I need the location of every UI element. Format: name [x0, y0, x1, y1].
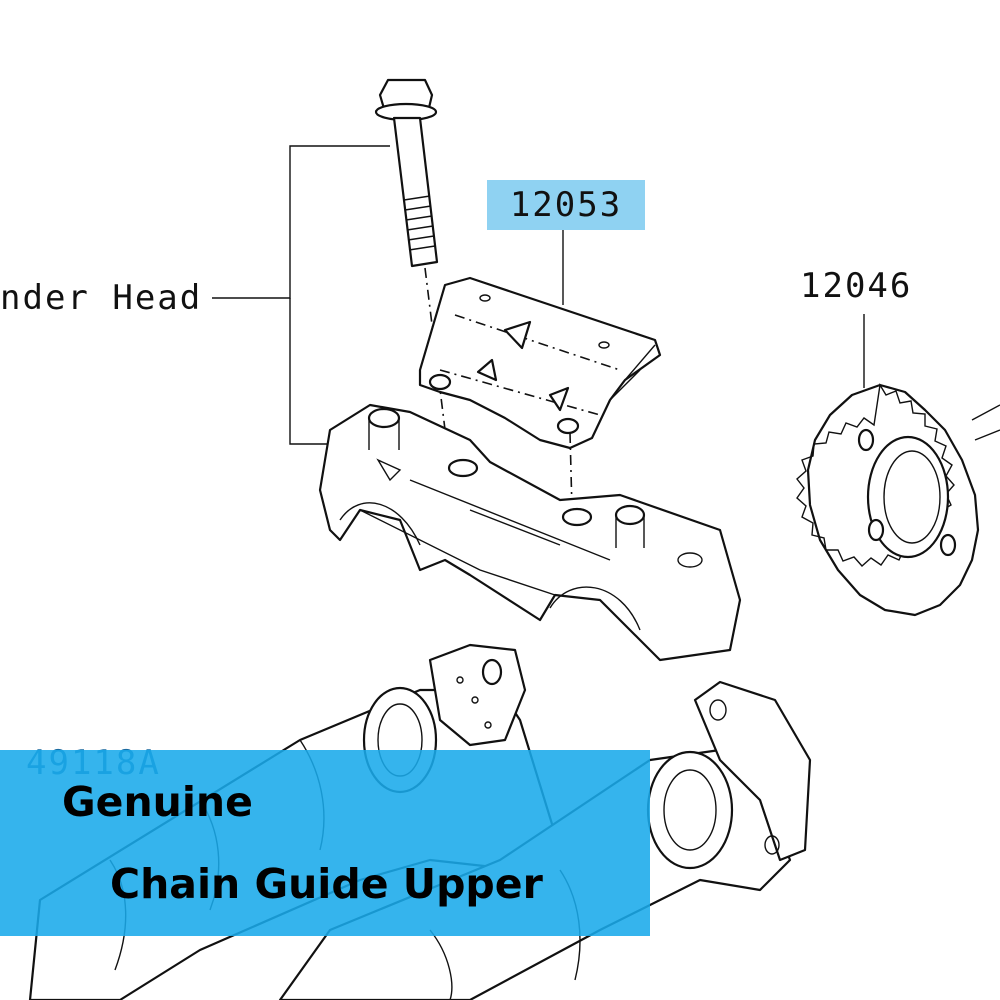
camshaft-holder: [318, 403, 742, 662]
banner-title-product: Chain Guide Upper: [110, 860, 543, 908]
product-banner: Genuine Chain Guide Upper: [0, 750, 650, 936]
chain-guide-part-number: 12053: [487, 180, 645, 230]
camshaft-sprocket: [796, 382, 1000, 617]
chain-guide-upper: [418, 276, 662, 561]
banner-title-genuine: Genuine: [62, 778, 253, 826]
cylinder-head-label: nder Head: [0, 278, 203, 318]
sprocket-part-number: 12046: [800, 266, 913, 306]
leader-lines: [212, 145, 865, 445]
